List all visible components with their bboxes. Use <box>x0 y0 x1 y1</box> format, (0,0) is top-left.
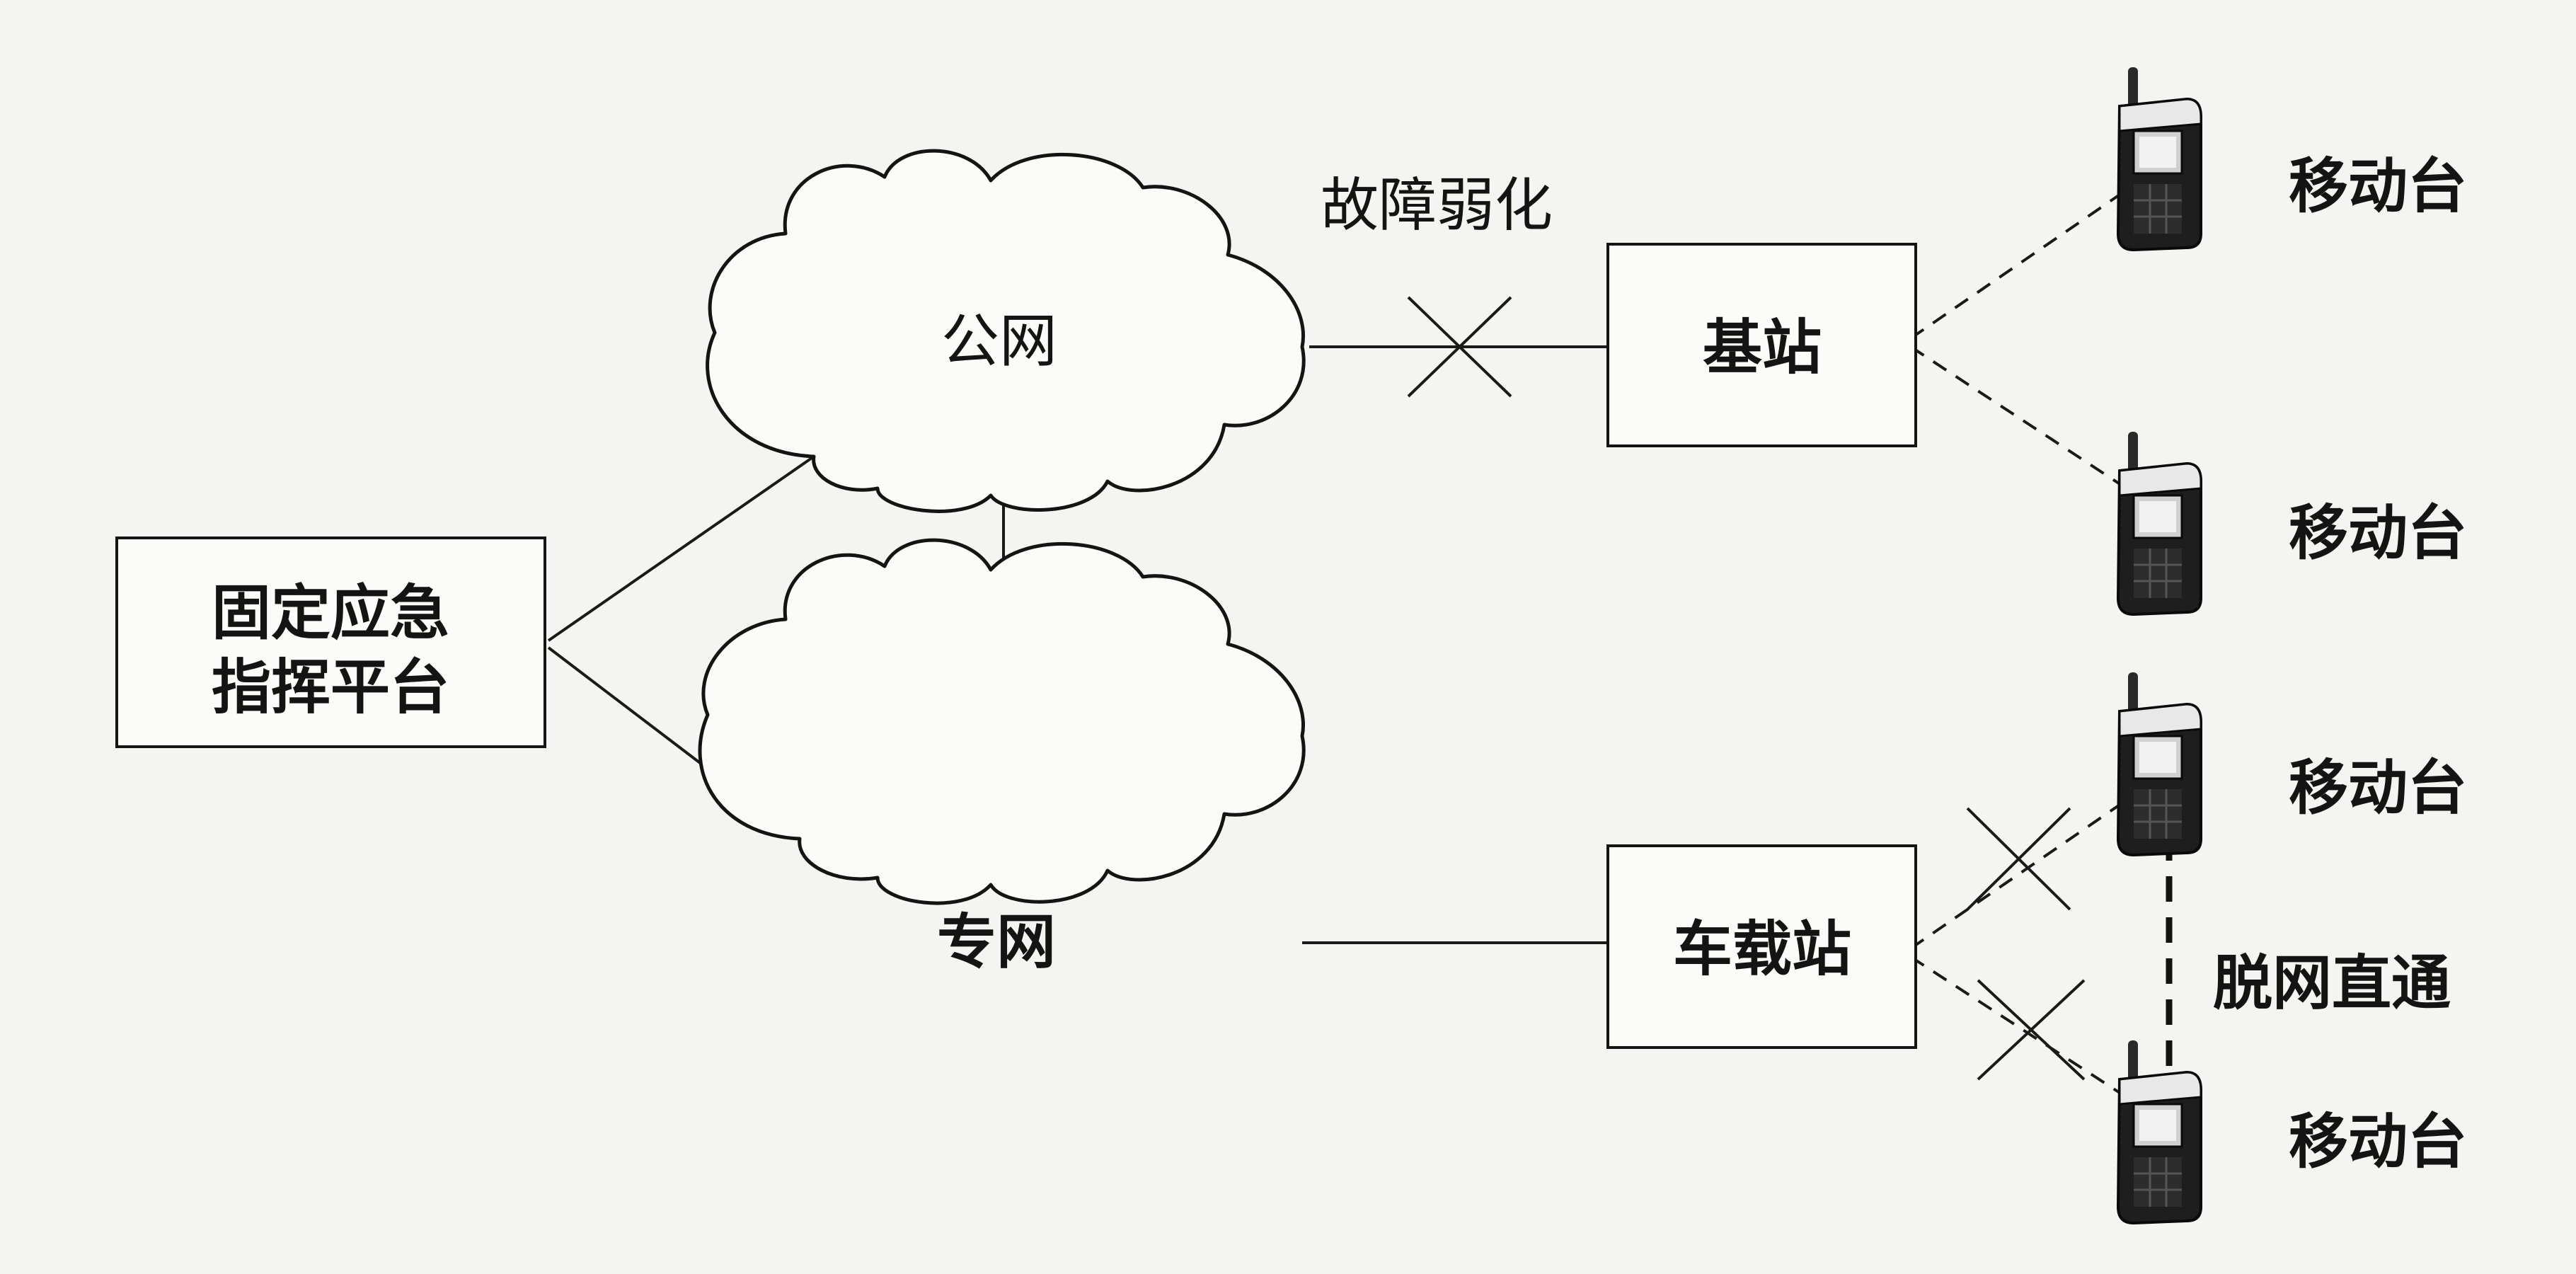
mobile-phone-icon <box>2117 1039 2202 1224</box>
private-network-cloud: 专网 <box>698 538 1306 977</box>
mobile-station-label: 移动台 <box>2289 151 2467 221</box>
direct-mode-annotation: 脱网直通 <box>2213 948 2451 1018</box>
wireless-link-bs-ms2 <box>1909 345 2139 497</box>
command-platform-label-line1: 固定应急 <box>212 578 449 648</box>
broken-link-cross-lower <box>1977 979 2086 1081</box>
public-network-label: 公网 <box>941 308 1057 375</box>
link-platform-public <box>547 455 815 642</box>
fault-cross-marker <box>1407 296 1512 398</box>
mobile-station-label: 移动台 <box>2289 1107 2467 1176</box>
mobile-station-1: 移动台 <box>2117 66 2467 251</box>
mobile-station-3: 移动台 <box>2117 671 2467 856</box>
mobile-phone-icon <box>2117 430 2202 616</box>
vehicle-station-node: 车载站 <box>1606 844 1917 1049</box>
command-platform-node: 固定应急 指挥平台 <box>115 536 546 748</box>
fault-annotation: 故障弱化 <box>1321 172 1553 239</box>
mobile-station-label: 移动台 <box>2289 498 2467 568</box>
base-station-node: 基站 <box>1606 243 1917 447</box>
vehicle-station-label: 车载站 <box>1673 914 1851 984</box>
mobile-phone-icon <box>2117 671 2202 856</box>
wireless-link-bs-ms1 <box>1909 181 2139 340</box>
mobile-station-2: 移动台 <box>2117 430 2467 616</box>
mobile-station-label: 移动台 <box>2289 753 2467 822</box>
wireless-link-vs-ms4 <box>1909 955 2139 1106</box>
wireless-link-vs-ms3 <box>1909 791 2139 950</box>
mobile-station-4: 移动台 <box>2117 1039 2467 1224</box>
private-network-label: 专网 <box>937 907 1056 977</box>
public-network-cloud: 公网 <box>706 149 1306 513</box>
command-platform-label-line2: 指挥平台 <box>212 653 449 722</box>
base-station-label: 基站 <box>1703 313 1822 382</box>
mobile-phone-icon <box>2117 66 2202 251</box>
broken-link-cross-upper <box>1966 807 2071 911</box>
